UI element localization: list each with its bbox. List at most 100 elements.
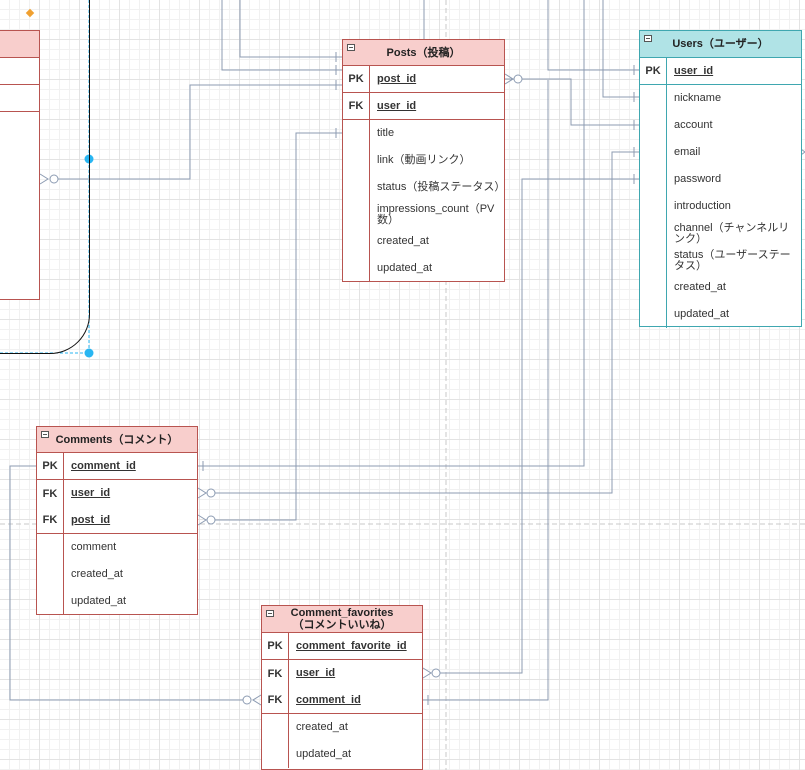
entity-comments[interactable]: Comments（コメント） PK comment_id FK user_id … — [36, 426, 198, 615]
connector-post-user — [505, 78, 639, 126]
field-row[interactable]: status（投稿ステータス） — [343, 174, 505, 201]
entity-users[interactable]: Users（ユーザー） PK user_id nickname account … — [639, 30, 802, 328]
attribute-name: created_at — [377, 235, 429, 247]
collapse-icon[interactable] — [347, 44, 355, 51]
connector-top-2 — [239, 0, 342, 58]
fk-row[interactable]: FK comment_id — [262, 687, 422, 714]
field-row[interactable]: status（ユーザーステータス） — [640, 247, 801, 274]
field-row[interactable]: introduction — [640, 193, 801, 220]
attribute-name: user_id — [296, 667, 336, 679]
key-label: PK — [262, 633, 289, 659]
attribute-name: post_id — [71, 513, 111, 526]
key-cell — [640, 193, 667, 220]
attribute-name: comment — [71, 541, 117, 553]
entity-comments-header[interactable]: Comments（コメント） — [37, 427, 197, 453]
attribute-name: created_at — [71, 568, 123, 580]
attribute-name: impressions_count（PV数） — [377, 202, 495, 226]
key-label: FK — [262, 687, 289, 713]
key-label: PK — [37, 453, 64, 479]
connector-top-3 — [221, 0, 342, 71]
key-cell — [343, 201, 370, 228]
field-row[interactable]: title — [343, 120, 504, 147]
key-cell — [343, 147, 370, 174]
entity-comment-favorites-header[interactable]: Comment_favorites （コメントいいね） — [262, 606, 422, 633]
entity-comment-favorites[interactable]: Comment_favorites （コメントいいね） PK comment_f… — [261, 605, 423, 770]
attribute-name: updated_at — [377, 262, 433, 274]
key-cell — [640, 301, 667, 328]
key-cell — [37, 561, 64, 588]
connector-users-2 — [602, 0, 639, 98]
attribute-name: user_id — [377, 99, 417, 112]
key-cell — [640, 220, 667, 247]
entity-partial-header — [0, 31, 39, 58]
collapse-icon[interactable] — [266, 610, 274, 617]
attribute-name: nickname — [674, 92, 722, 104]
field-row[interactable]: created_at — [343, 228, 504, 255]
selected-group-container[interactable] — [0, 0, 90, 354]
connector-fav-comment — [423, 80, 549, 701]
collapse-icon[interactable] — [41, 431, 49, 438]
key-cell — [343, 120, 370, 147]
attribute-name: link（動画リンク） — [377, 154, 471, 166]
key-cell — [640, 247, 667, 274]
pk-row[interactable]: PK user_id — [640, 58, 801, 85]
attribute-name: user_id — [71, 487, 111, 499]
key-label: FK — [37, 480, 64, 507]
field-row[interactable]: nickname — [640, 85, 801, 112]
field-row[interactable]: updated_at — [640, 301, 801, 328]
field-row[interactable]: password — [640, 166, 801, 193]
attribute-name: email — [674, 146, 701, 158]
field-row[interactable]: email — [640, 139, 801, 166]
connector-comment-id — [198, 0, 585, 467]
attribute-name: channel（チャンネルリンク） — [674, 221, 790, 245]
attribute-name: post_id — [377, 72, 417, 85]
entity-title-line2: （コメントいいね） — [292, 619, 392, 631]
key-cell — [262, 714, 289, 741]
entity-partial-left[interactable] — [0, 30, 40, 300]
connector-comment-user — [213, 151, 639, 494]
key-label: PK — [640, 58, 667, 84]
fk-row[interactable]: FK user_id — [343, 93, 504, 120]
field-row[interactable]: impressions_count（PV数） — [343, 201, 504, 228]
field-row[interactable]: account — [640, 112, 801, 139]
pk-row[interactable]: PK comment_id — [37, 453, 197, 480]
connector-left-entity — [55, 84, 342, 180]
field-row[interactable]: created_at — [640, 274, 801, 301]
entity-posts-header[interactable]: Posts（投稿） — [343, 40, 504, 66]
field-row[interactable]: updated_at — [37, 588, 197, 615]
field-row[interactable]: created_at — [37, 561, 197, 588]
attribute-name: account — [674, 119, 713, 131]
entity-users-header[interactable]: Users（ユーザー） — [640, 31, 801, 58]
fk-row[interactable]: FK post_id — [37, 507, 197, 534]
key-label: FK — [343, 93, 370, 119]
attribute-name: updated_at — [296, 748, 352, 760]
key-cell — [640, 139, 667, 166]
field-row[interactable]: link（動画リンク） — [343, 147, 504, 174]
key-cell — [37, 588, 64, 615]
fk-row[interactable]: FK user_id — [262, 660, 422, 687]
pk-row[interactable]: PK comment_favorite_id — [262, 633, 422, 660]
key-cell — [640, 166, 667, 193]
entity-posts[interactable]: Posts（投稿） PK post_id FK user_id title li… — [342, 39, 505, 282]
fk-row[interactable]: FK user_id — [37, 480, 197, 507]
field-row[interactable]: updated_at — [262, 741, 422, 768]
entity-title: Users（ユーザー） — [672, 38, 769, 50]
attribute-name: password — [674, 173, 722, 185]
attribute-name: comment_id — [71, 459, 136, 472]
key-label: FK — [37, 507, 64, 533]
key-cell — [262, 741, 289, 768]
connector-comment-post — [213, 132, 342, 521]
collapse-icon[interactable] — [644, 35, 652, 42]
field-row[interactable]: created_at — [262, 714, 422, 741]
field-row[interactable]: channel（チャンネルリンク） — [640, 220, 801, 247]
attribute-name: created_at — [674, 281, 726, 293]
attribute-name: title — [377, 127, 395, 139]
field-row[interactable]: updated_at — [343, 255, 504, 282]
attribute-name: updated_at — [674, 308, 730, 320]
pk-row[interactable]: PK post_id — [343, 66, 504, 93]
field-row[interactable]: comment — [37, 534, 197, 561]
connector-fav-comments-loop — [9, 465, 244, 701]
key-cell — [37, 534, 64, 561]
key-cell — [640, 274, 667, 301]
